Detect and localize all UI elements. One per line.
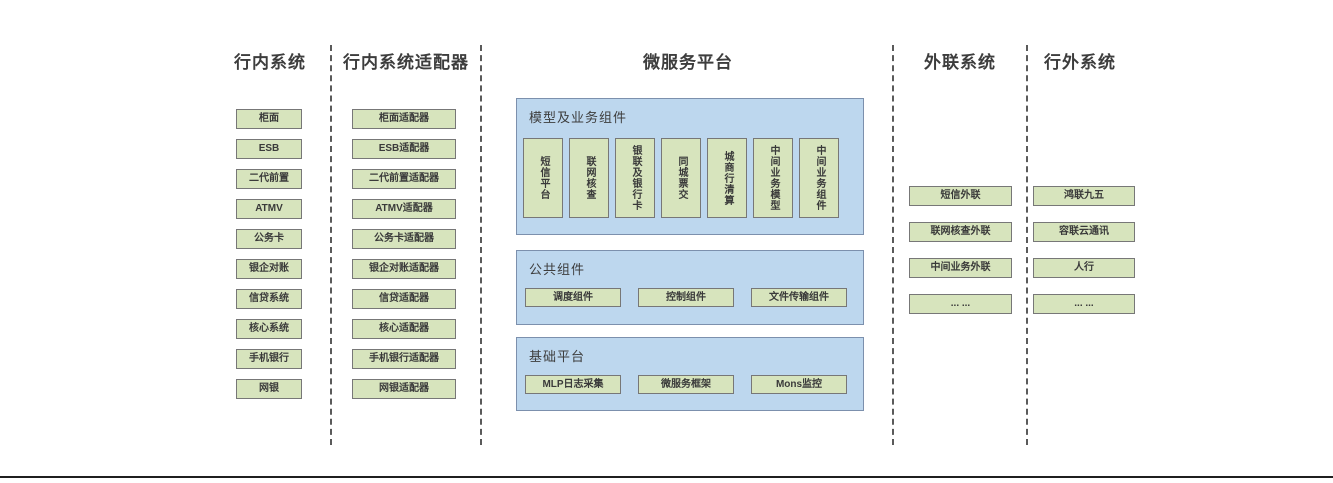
bottom-rule [0,476,1333,478]
external-system-box: 人行 [1033,258,1135,278]
common-component-box: 控制组件 [638,288,734,307]
adapter-box: 银企对账适配器 [352,259,456,279]
model-component-box: 中间业务模型 [753,138,793,218]
common-components-row: 调度组件 控制组件 文件传输组件 [525,288,847,307]
common-components-panel: 公共组件 调度组件 控制组件 文件传输组件 [516,250,864,325]
common-component-box: 文件传输组件 [751,288,847,307]
adapter-box: 手机银行适配器 [352,349,456,369]
internal-system-box: ESB [236,139,302,159]
model-component-box: 联网核查 [569,138,609,218]
base-platform-row: MLP日志采集 微服务框架 Mons监控 [525,375,847,394]
outlink-system-box: 短信外联 [909,186,1012,206]
internal-system-box: 信贷系统 [236,289,302,309]
adapter-box: ESB适配器 [352,139,456,159]
model-component-box: 银联及银行卡 [615,138,655,218]
model-component-box: 中间业务组件 [799,138,839,218]
panel-label: 公共组件 [529,262,586,277]
adapter-box: 核心适配器 [352,319,456,339]
internal-system-box: 手机银行 [236,349,302,369]
adapters-column: 柜面适配器 ESB适配器 二代前置适配器 ATMV适配器 公务卡适配器 银企对账… [352,109,456,399]
internal-system-box: 公务卡 [236,229,302,249]
panel-label: 基础平台 [529,349,586,364]
model-components-row: 短信平台 联网核查 银联及银行卡 同城票交 城商行清算 中间业务模型 中间业务组… [523,138,839,218]
outlink-systems-column: 短信外联 联网核查外联 中间业务外联 ... ... [909,186,1012,314]
column-divider-3 [892,45,894,445]
base-platform-box: MLP日志采集 [525,375,621,394]
adapter-box: 公务卡适配器 [352,229,456,249]
base-platform-box: 微服务框架 [638,375,734,394]
external-systems-title: 行外系统 [1044,53,1116,72]
base-platform-box: Mons监控 [751,375,847,394]
internal-system-box: 网银 [236,379,302,399]
outlink-system-box: 联网核查外联 [909,222,1012,242]
model-component-box: 短信平台 [523,138,563,218]
column-divider-1 [330,45,332,445]
adapter-box: 柜面适配器 [352,109,456,129]
model-component-box: 城商行清算 [707,138,747,218]
model-component-box: 同城票交 [661,138,701,218]
external-system-box: 容联云通讯 [1033,222,1135,242]
microservice-platform-title: 微服务平台 [643,53,733,72]
outlink-system-box: ... ... [909,294,1012,314]
adapter-box: 二代前置适配器 [352,169,456,189]
common-component-box: 调度组件 [525,288,621,307]
internal-system-box: ATMV [236,199,302,219]
adapter-box: 信贷适配器 [352,289,456,309]
external-system-box: 鸿联九五 [1033,186,1135,206]
internal-system-box: 二代前置 [236,169,302,189]
internal-system-box: 银企对账 [236,259,302,279]
external-system-box: ... ... [1033,294,1135,314]
internal-system-box: 核心系统 [236,319,302,339]
panel-label: 模型及业务组件 [529,110,628,125]
internal-systems-column: 柜面 ESB 二代前置 ATMV 公务卡 银企对账 信贷系统 核心系统 手机银行… [236,109,302,399]
outlink-systems-title: 外联系统 [924,53,996,72]
column-divider-2 [480,45,482,445]
adapters-title: 行内系统适配器 [343,53,469,72]
column-divider-4 [1026,45,1028,445]
model-business-components-panel: 模型及业务组件 短信平台 联网核查 银联及银行卡 同城票交 城商行清算 中间业务… [516,98,864,235]
adapter-box: 网银适配器 [352,379,456,399]
internal-system-box: 柜面 [236,109,302,129]
internal-systems-title: 行内系统 [234,53,306,72]
outlink-system-box: 中间业务外联 [909,258,1012,278]
adapter-box: ATMV适配器 [352,199,456,219]
base-platform-panel: 基础平台 MLP日志采集 微服务框架 Mons监控 [516,337,864,411]
external-systems-column: 鸿联九五 容联云通讯 人行 ... ... [1033,186,1135,314]
